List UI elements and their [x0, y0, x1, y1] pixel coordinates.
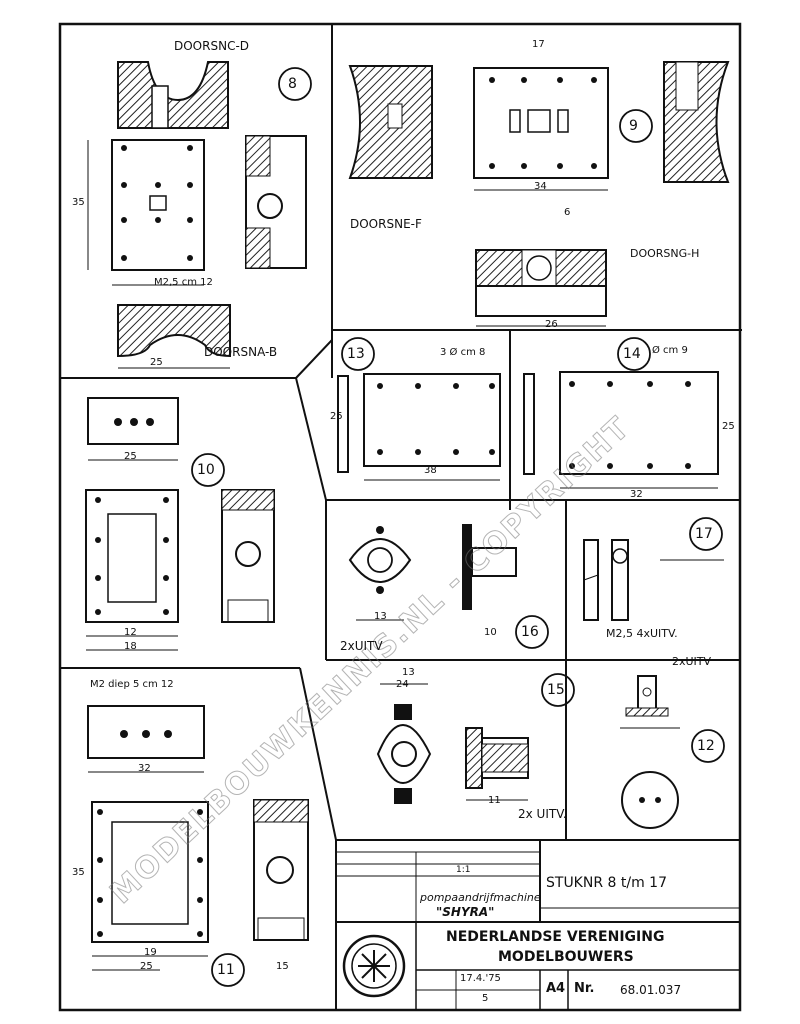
drawing-number: 68.01.037	[620, 983, 682, 997]
part-14-height-dim: 25	[722, 421, 735, 432]
part-number-17: 17	[695, 526, 713, 542]
part-8-width-dim: 25	[150, 357, 163, 368]
part-10-drawing	[85, 397, 275, 651]
part-10-dim-b: 18	[124, 641, 137, 652]
part-number-11: 11	[217, 962, 235, 978]
part-13-drawing	[337, 337, 501, 481]
part-number-13: 13	[347, 346, 365, 362]
part-13-width-dim: 38	[424, 465, 437, 476]
association-name-line-2: MODELBOUWERS	[498, 949, 634, 965]
association-name-line-1: NEDERLANDSE VERENIGING	[446, 929, 665, 945]
part-11-dim-b: 25	[140, 961, 153, 972]
part-17-drawing	[583, 517, 724, 621]
part-11-drawing	[87, 705, 309, 987]
part-16-dim-a: 13	[374, 611, 387, 622]
part-14-width-dim: 32	[630, 489, 643, 500]
part-10-width-dim: 25	[124, 451, 137, 462]
part-12-note: 2xUITV	[672, 655, 712, 668]
part-9-drawing	[348, 61, 730, 327]
scale-value: 1:1	[456, 865, 471, 875]
part-number-15: 15	[547, 682, 565, 698]
machine-name: "SHYRA"	[436, 905, 495, 919]
part-number-10: 10	[197, 462, 215, 478]
title-block-frame	[335, 839, 741, 1011]
part-8-thread-note: M2,5 cm 12	[154, 277, 213, 288]
part-11-dim-a: 19	[144, 947, 157, 958]
part-11-thread-note: M2 diep 5 cm 12	[90, 679, 174, 690]
paper-format: A4	[546, 981, 566, 996]
drawing-number-label: Nr.	[574, 981, 595, 996]
part-13-height-dim: 25	[330, 411, 343, 422]
part-number-12: 12	[697, 738, 715, 754]
section-caption-c-d: DOORSNC-D	[174, 39, 250, 53]
part-12-drawing	[620, 675, 725, 829]
part-11-dim-c: 15	[276, 961, 289, 972]
machine-description: pompaandrijfmachine	[420, 891, 541, 904]
part-16-dim-b: 10	[484, 627, 497, 638]
part-13-note: 3 Ø cm 8	[440, 347, 486, 358]
part-number-9: 9	[629, 118, 638, 134]
part-15-dim-a: 13	[402, 667, 415, 678]
part-11-top-dim: 32	[138, 763, 151, 774]
part-number-8: 8	[288, 76, 297, 92]
sheet-number: 5	[482, 993, 489, 1004]
part-15-note: 2x UITV.	[518, 807, 567, 821]
part-8-height-dim: 35	[72, 197, 85, 208]
part-15-dim-c: 11	[488, 795, 501, 806]
part-9-mid-dim: 6	[564, 207, 571, 218]
part-15-dim-b: 24	[396, 679, 409, 690]
drawing-date: 17.4.'75	[460, 973, 501, 984]
part-numbers-label: STUKNR 8 t/m 17	[546, 875, 667, 891]
section-caption-a-b: DOORSNA-B	[204, 345, 278, 359]
part-number-14: 14	[623, 346, 641, 362]
part-14-drawing	[523, 337, 719, 489]
part-14-note: Ø cm 9	[652, 345, 688, 356]
part-9-top-dim: 17	[532, 39, 545, 50]
part-11-height-dim: 35	[72, 867, 85, 878]
section-caption-e-f: DOORSNE-F	[350, 217, 422, 231]
part-10-dim-a: 12	[124, 627, 137, 638]
part-9-low-dim: 26	[545, 319, 558, 330]
association-logo	[342, 934, 406, 998]
part-8-drawing	[87, 61, 312, 369]
part-number-16: 16	[521, 624, 539, 640]
part-16-drawing	[348, 524, 549, 649]
part-15-drawing	[376, 673, 575, 804]
section-caption-g-h: DOORSNG-H	[630, 247, 700, 260]
part-17-note: M2,5 4xUITV.	[606, 627, 678, 640]
part-16-note: 2xUITV	[340, 639, 383, 653]
part-9-width-dim: 34	[534, 181, 547, 192]
